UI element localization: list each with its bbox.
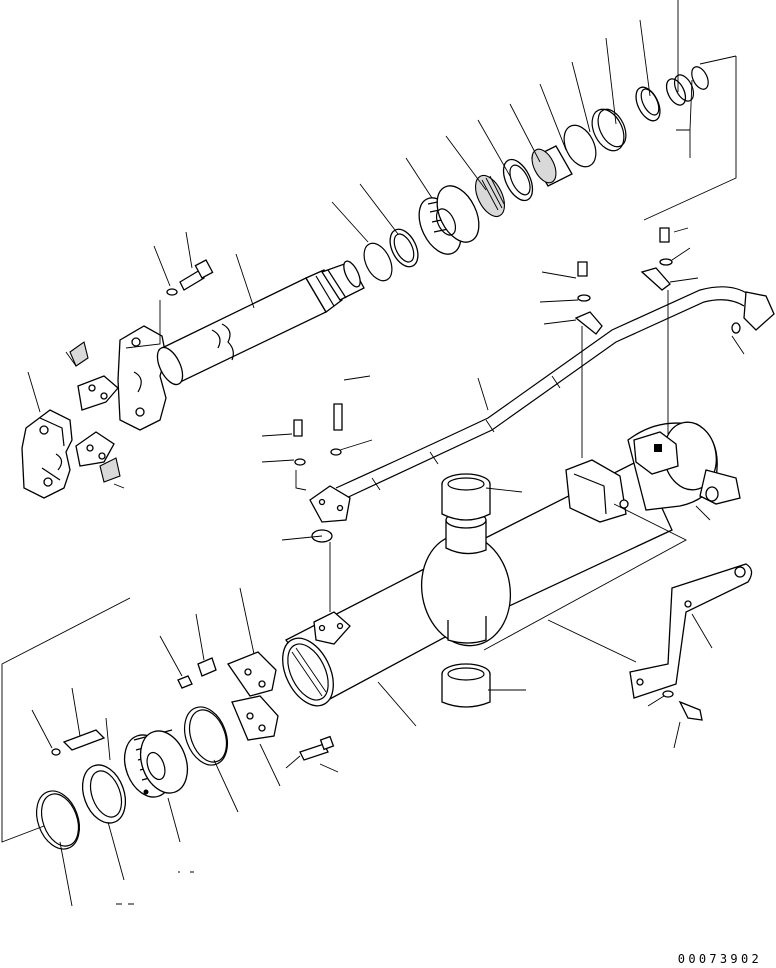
figure-code: 00073902 [677,952,762,966]
trunnion-bushing-upper [442,474,490,520]
plugs [52,658,216,755]
wiper-ring [384,225,423,271]
bushing [527,145,572,186]
rod-end-flange [118,326,166,430]
snap-ring [358,239,397,285]
cylinder-tube-group [272,418,740,714]
tube-flange [310,486,350,522]
set-screw [300,737,333,760]
backup-ring-bottom [29,785,87,855]
rod-seal [631,83,665,124]
gland-group [29,652,333,855]
piston-rod [152,259,364,389]
piston-ring [498,155,539,205]
hydraulic-tube [336,287,774,500]
hose-clamp-block [566,460,628,522]
grease-fitting [706,487,718,501]
cushion-nut-halves [228,652,278,740]
piston [411,179,488,261]
rod-cap-screw [167,260,213,295]
piston-rod-group [22,259,364,498]
flange-plate-lower [76,432,120,482]
trunnion-bushing-lower [442,664,490,707]
backup-ring-2 [586,104,632,156]
head-clamp-block [634,432,678,474]
clamp-screws [294,228,672,542]
split-flange-left [22,410,72,498]
leader-lines [2,0,744,906]
dust-seal [75,759,133,829]
tube-port-flange [314,612,350,644]
buffer-ring [663,64,712,108]
backup-ring-1 [558,120,602,172]
flange-plate-upper [70,342,118,410]
trunnion [413,512,519,653]
gland [116,724,195,803]
seal-kit-row [358,64,711,285]
bracket [630,564,752,720]
